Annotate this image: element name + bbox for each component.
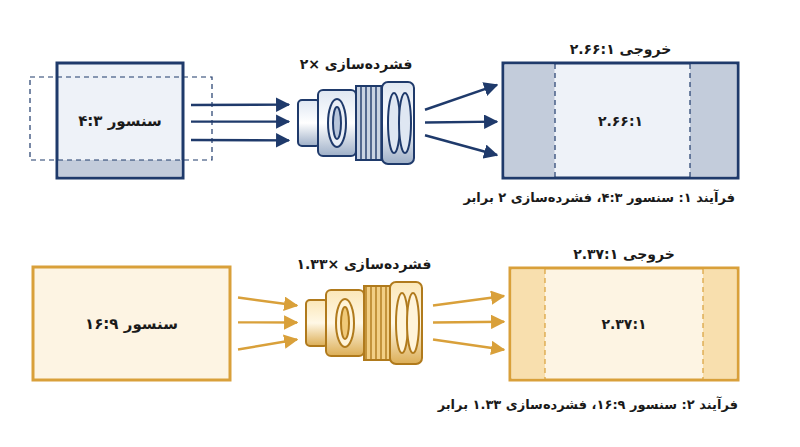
sensor-box: سنسور ۱۶:۹ <box>33 267 230 380</box>
output-heading: خروجی ۲.۳۷:۱ <box>573 246 675 262</box>
flow-arrow <box>425 120 497 123</box>
flow-arrow <box>433 321 504 324</box>
lens-label: فشرده‌سازی ×۲ <box>300 56 413 72</box>
ratio-label: ۲.۳۷:۱ <box>601 316 646 332</box>
flow-arrow <box>191 103 289 106</box>
lens-node: فشرده‌سازی ×۲ <box>295 80 417 165</box>
output-frame <box>510 268 738 380</box>
output-box: خروجی ۲.۳۷:۱۲.۳۷:۱ <box>510 268 738 380</box>
output-box: خروجی ۲.۶۶:۱۲.۶۶:۱ <box>503 63 738 178</box>
ratio-label: ۲.۶۶:۱ <box>598 113 643 129</box>
process-caption: فرآیند ۲: سنسور ۱۶:۹، فشرده‌سازی ۱.۳۳ بر… <box>438 397 738 412</box>
sensor-frame <box>30 63 212 178</box>
flow-arrow <box>433 340 504 350</box>
flow-arrow <box>425 135 497 155</box>
anamorphic-lens <box>306 282 422 364</box>
anamorphic-lens <box>298 82 414 164</box>
process-caption: فرآیند ۱: سنسور ۴:۳، فشرده‌سازی ۲ برابر <box>463 190 735 205</box>
output-heading: خروجی ۲.۶۶:۱ <box>570 41 672 57</box>
flow-arrow <box>238 340 297 350</box>
flow-arrow <box>425 85 497 110</box>
flow-arrow <box>238 298 297 306</box>
output-frame <box>503 63 738 178</box>
sensor-frame <box>33 267 230 380</box>
flow-arrow <box>433 296 504 306</box>
lens-label: فشرده‌سازی ×۱.۳۳ <box>296 256 431 272</box>
lens-node: فشرده‌سازی ×۱.۳۳ <box>303 280 425 365</box>
flow-arrow <box>191 120 289 122</box>
flow-arrow <box>238 321 297 324</box>
sensor-box: سنسور ۴:۳ <box>57 63 183 178</box>
sensor-label: سنسور ۱۶:۹ <box>85 315 178 333</box>
sensor-label: سنسور ۴:۳ <box>78 112 162 130</box>
flow-arrow <box>191 139 289 142</box>
